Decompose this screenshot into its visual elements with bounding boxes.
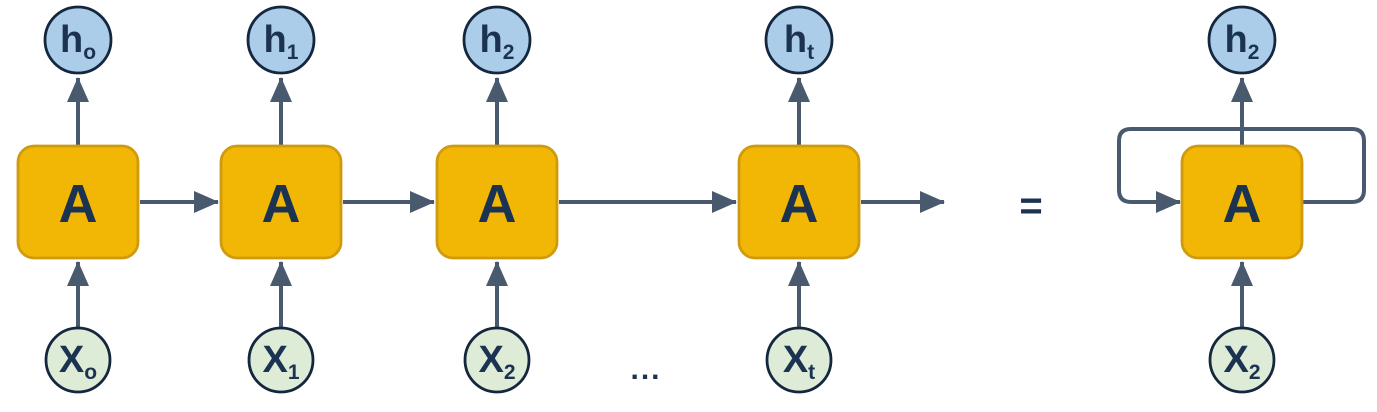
hidden-state-node <box>764 5 834 75</box>
cell-box <box>737 144 861 260</box>
rnn-unit-t: ht A Xt <box>737 5 861 394</box>
input-label: Xo <box>59 339 97 384</box>
cell-label: A <box>1223 174 1262 234</box>
hidden-state-node <box>246 5 316 75</box>
input-node <box>765 326 833 394</box>
equals-sign: = <box>1019 184 1042 228</box>
rnn-unit-0: ho A Xo <box>16 5 140 394</box>
recurrent-unit-core: h2 A X2 <box>1180 5 1304 394</box>
hidden-state-label: h1 <box>264 19 299 64</box>
input-label: X1 <box>262 339 299 384</box>
input-node <box>1208 326 1276 394</box>
input-label: Xt <box>783 339 815 384</box>
hidden-state-label: ho <box>60 19 96 64</box>
cell-box <box>16 144 140 260</box>
input-node <box>44 326 112 394</box>
input-label: X2 <box>1223 339 1260 384</box>
cell-box <box>219 144 343 260</box>
input-node <box>463 326 531 394</box>
cell-box <box>435 144 559 260</box>
cell-label: A <box>780 174 819 234</box>
cell-label: A <box>478 174 517 234</box>
hidden-state-label: h2 <box>480 19 515 64</box>
input-node <box>247 326 315 394</box>
hidden-state-node <box>1207 5 1277 75</box>
hidden-state-label: h2 <box>1225 19 1260 64</box>
hidden-state-node <box>462 5 532 75</box>
cell-label: A <box>59 174 98 234</box>
rnn-unit-2: h2 A X2 <box>435 5 559 394</box>
ellipsis-label: ... <box>630 353 661 386</box>
cell-box <box>1180 144 1304 260</box>
recurrent-unit: h2 A X2 <box>1117 5 1366 394</box>
rnn-unit-1: h1 A X1 <box>219 5 343 394</box>
hidden-state-label: ht <box>784 19 814 64</box>
cell-label: A <box>262 174 301 234</box>
input-label: X2 <box>478 339 515 384</box>
hidden-state-node <box>43 5 113 75</box>
